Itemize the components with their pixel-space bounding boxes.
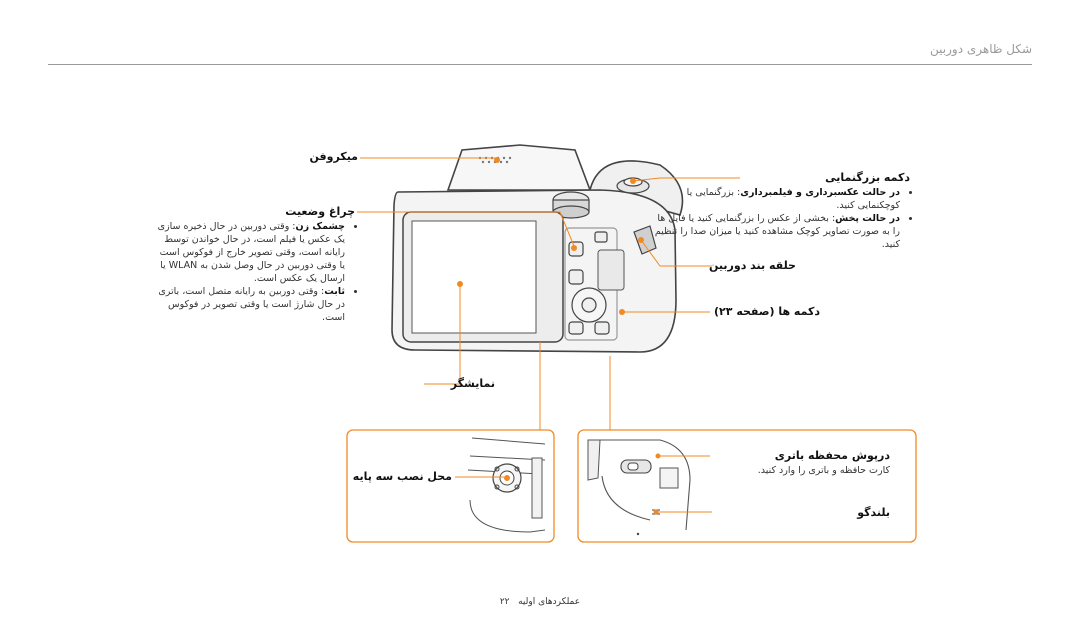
label-screen: نمایشگر bbox=[450, 377, 495, 390]
section-title: شکل ظاهری دوربین bbox=[930, 42, 1032, 56]
battery-description: کارت حافظه و باتری را وارد کنید. bbox=[757, 465, 890, 476]
label-speaker: بلندگو bbox=[857, 506, 890, 519]
lcd-screen bbox=[402, 211, 564, 343]
inset-battery bbox=[577, 429, 917, 543]
blinking-title: چشمک زن bbox=[295, 221, 346, 232]
footer-chapter: عملکردهای اولیه bbox=[518, 597, 581, 607]
status-lamp-description: چشمک زن: وقتی دوربین در حال ذخیره سازی ی… bbox=[152, 220, 357, 324]
zoom-description: در حالت عکسبرداری و فیلمبرداری: بزرگنمای… bbox=[652, 186, 912, 251]
zoom-shooting-mode: در حالت عکسبرداری و فیلمبرداری: بزرگنمای… bbox=[652, 186, 900, 212]
status-lamp-steady: ثابت: وقتی دوربین به رایانه متصل است، با… bbox=[152, 285, 345, 324]
shooting-mode-title: در حالت عکسبرداری و فیلمبرداری bbox=[740, 187, 900, 198]
label-buttons: دکمه ها (صفحه ۲۳) bbox=[714, 305, 820, 318]
label-strap-eyelet: حلقه بند دوربین bbox=[709, 259, 796, 272]
label-zoom-button: دکمه بزرگنمایی bbox=[825, 171, 910, 184]
footer-page-number: ۲۲ bbox=[499, 597, 510, 607]
label-battery-cover: درپوش محفظه باتری bbox=[774, 449, 890, 462]
steady-title: ثابت bbox=[324, 286, 345, 297]
button-panel bbox=[564, 227, 618, 341]
label-status-lamp: چراغ وضعیت bbox=[285, 205, 355, 218]
callout-lines bbox=[357, 157, 740, 430]
label-microphone: میکروفن bbox=[309, 150, 358, 163]
zoom-playback-mode: در حالت پخش: بخشی از عکس را بزرگنمایی کن… bbox=[652, 212, 900, 251]
viewfinder bbox=[597, 249, 625, 291]
playback-mode-title: در حالت پخش bbox=[835, 213, 900, 224]
page-footer: عملکردهای اولیه ۲۲ bbox=[0, 597, 1080, 607]
header-rule bbox=[48, 64, 1032, 65]
playback-mode-text: : بخشی از عکس را بزرگنمایی کنید یا فایل … bbox=[654, 213, 900, 250]
inset-tripod bbox=[346, 429, 555, 543]
status-lamp-blinking: چشمک زن: وقتی دوربین در حال ذخیره سازی ی… bbox=[152, 220, 345, 285]
label-tripod-mount: محل نصب سه پایه bbox=[352, 470, 452, 483]
strap-eyelet-shape bbox=[633, 225, 657, 255]
steady-text: : وقتی دوربین به رایانه متصل است، باتری … bbox=[158, 286, 345, 323]
shooting-mode-text: : بزرگنمایی یا کوچکنمایی کنید. bbox=[686, 187, 900, 211]
blinking-text: : وقتی دوربین در حال ذخیره سازی یک عکس ی… bbox=[157, 221, 345, 284]
mode-dial bbox=[552, 191, 590, 219]
